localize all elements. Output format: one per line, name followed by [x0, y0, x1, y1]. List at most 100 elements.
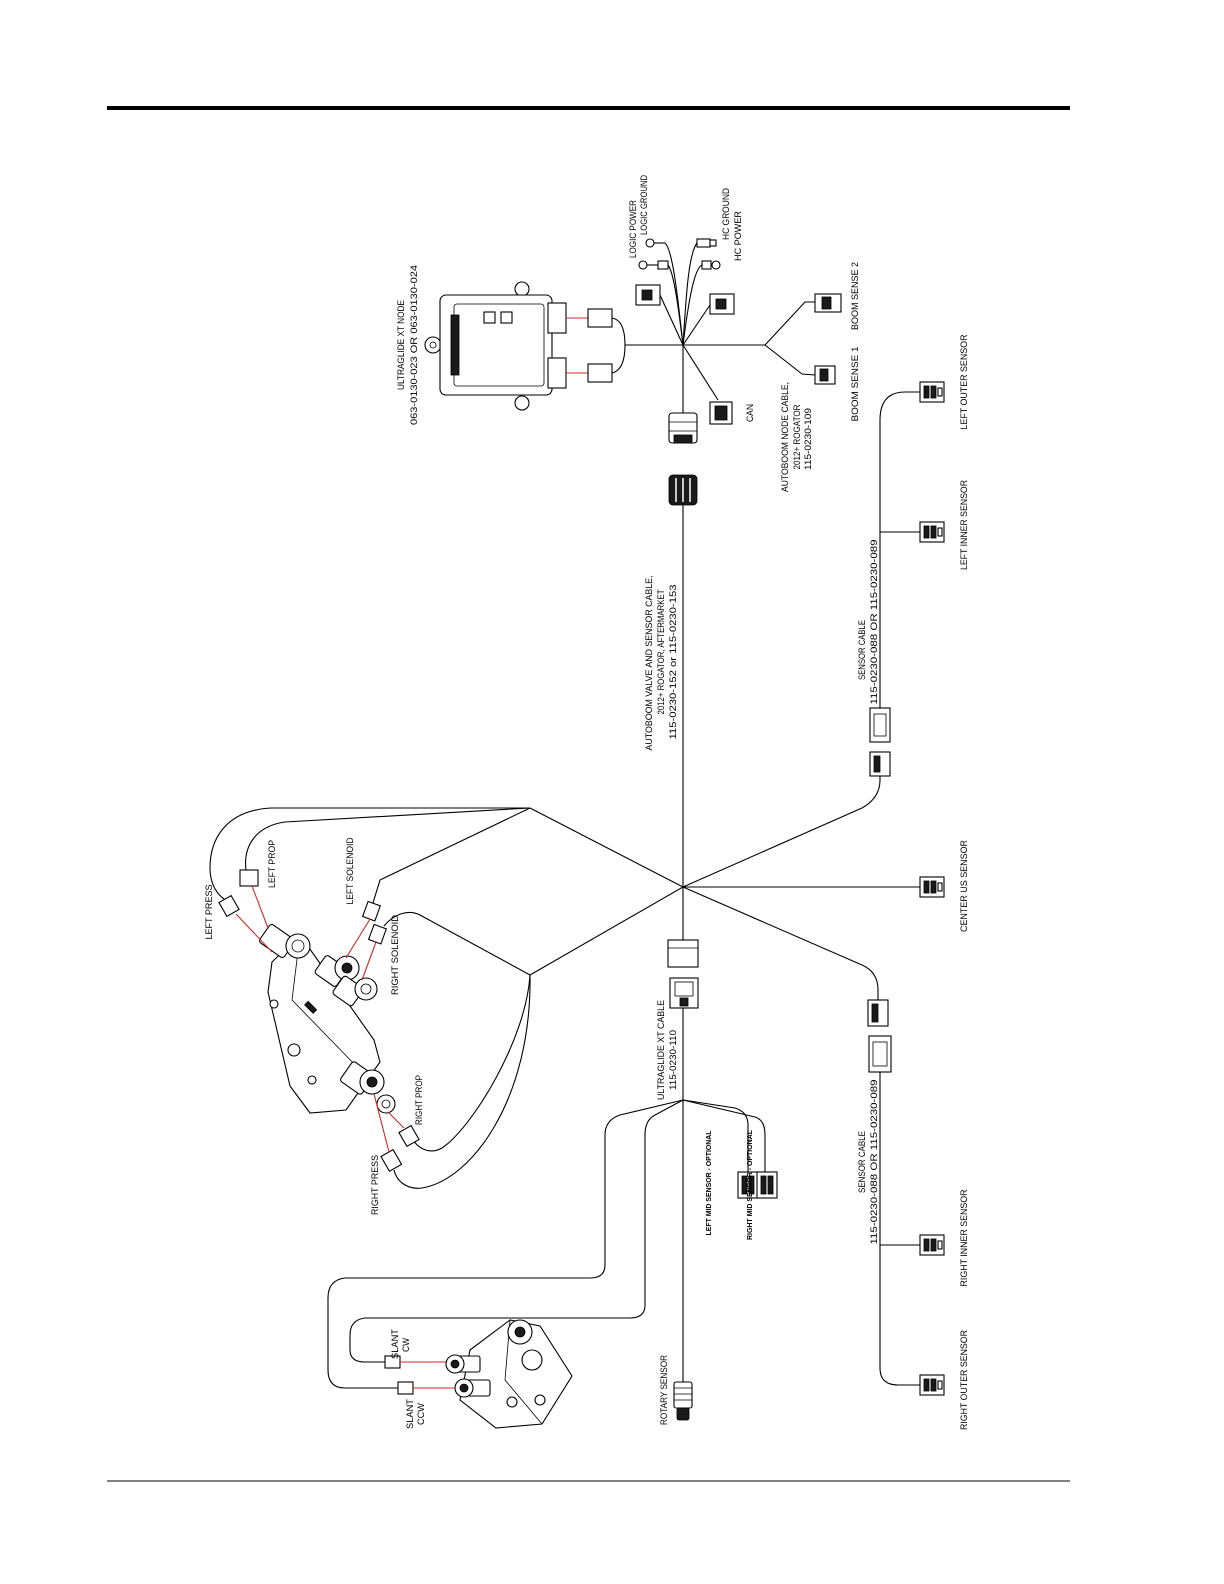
node-badge-left — [483, 311, 496, 324]
right-solenoid-coil — [332, 975, 378, 1007]
boom-sense-1-wire — [764, 344, 816, 376]
left-sensor-cable-branch-wire — [682, 776, 881, 888]
slant-valve-port — [506, 1396, 518, 1408]
slant-ccw-wire — [327, 1099, 684, 1389]
sensor-connector-pin — [930, 525, 937, 539]
sensor-connector-body — [756, 1171, 778, 1199]
sensor-connector-pin — [923, 1378, 930, 1392]
sensor-connector-latch — [937, 527, 943, 537]
boom-sense-1-label: BOOM SENSE 1 — [850, 347, 860, 422]
sensor-connector-pin — [923, 880, 930, 894]
logic-connector-wire — [659, 294, 684, 346]
left-prop-lead — [251, 885, 269, 929]
hc-connector-pin — [715, 298, 727, 310]
node-cable-label-line-3: 115-0230-109 — [803, 408, 813, 470]
right-mid-sensor-label: RIGHT MID SENSOR - OPTIONAL — [747, 1129, 754, 1240]
right-press-connector — [380, 1148, 403, 1173]
valve-bolt — [304, 1000, 318, 1014]
slant-cw-label-line-2: CW — [401, 1338, 411, 1352]
can-wire — [682, 344, 719, 401]
right-inner-sensor-connector — [919, 1234, 945, 1256]
ultraglide-xt-cable-connector — [669, 977, 699, 1009]
node-mount-ear-left — [424, 336, 442, 354]
coil-nut — [450, 1359, 460, 1369]
valve-sensor-cable-label-line-2: 2012+ ROGATOR, AFTERMARKET — [656, 589, 666, 714]
valve-cable-round-connector — [668, 474, 698, 506]
node-part-numbers-label: 063-0130-023 OR 063-0130-024 — [409, 265, 419, 425]
main-valve-block — [259, 924, 396, 1114]
coil-body — [332, 975, 364, 1007]
node-port-a — [547, 302, 567, 334]
node-cable-label-line-1: AUTOBOOM NODE CABLE, — [780, 382, 790, 492]
left-solenoid-label: LEFT SOLENOID — [345, 837, 355, 904]
right-sensor-cable-label-line-2: 115-0230-088 OR 115-0230-089 — [869, 1080, 879, 1245]
ultraglide-xt-node — [424, 281, 567, 411]
hc-power-wire — [682, 264, 703, 346]
right-sensor-cable-label-line-1: SENSOR CABLE — [857, 1131, 867, 1193]
node-port-b — [547, 357, 567, 389]
left-outer-sensor-connector — [919, 381, 945, 403]
left-prop-connector — [239, 869, 259, 887]
sensor-connector-latch — [937, 882, 943, 892]
left-sensor-cable-wire — [879, 391, 920, 708]
hc-power-ring-terminal — [711, 260, 721, 270]
right-prop-connector — [398, 1124, 420, 1148]
boom-sense-2-wire — [764, 301, 815, 346]
node-mount-ear-top — [514, 281, 530, 297]
left-outer-sensor-label: LEFT OUTER SENSOR — [959, 334, 969, 429]
hc-ground-terminal — [709, 239, 717, 247]
node-housing — [439, 294, 553, 396]
left-mid-sensor-wire — [682, 1099, 749, 1172]
right-outer-sensor-label: RIGHT OUTER SENSOR — [959, 1330, 969, 1430]
left-mid-sensor-connector — [737, 1171, 759, 1199]
can-connector-pin — [714, 405, 728, 421]
logic-ground-label: LOGIC GROUND — [639, 175, 649, 235]
coil-cap — [376, 1094, 396, 1114]
left-press-wire — [209, 807, 530, 900]
hc-ground-wire — [682, 242, 698, 346]
coil-nut — [366, 1076, 378, 1088]
can-label: CAN — [745, 404, 755, 422]
sensor-connector-pin — [930, 880, 937, 894]
logic-power-label: LOGIC POWER — [628, 200, 638, 258]
sensor-connector-pin — [748, 1175, 755, 1195]
left-solenoid-connector — [361, 900, 382, 922]
node-display-slot — [450, 314, 460, 376]
ultraglide-xt-cable-label-line-2: 115-0230-110 — [668, 1030, 678, 1090]
right-solenoid-wire — [383, 912, 531, 976]
sensor-connector-pin — [923, 1238, 930, 1252]
header-rule — [107, 106, 1070, 110]
left-sensor-cable-connector-latch — [873, 713, 887, 737]
right-solenoid-label: RIGHT SOLENOID — [390, 914, 400, 995]
coil-nut — [381, 1099, 391, 1109]
left-solenoid-lead — [345, 918, 371, 959]
right-sensor-cable-branch-wire — [682, 886, 879, 1000]
logic-power-wire — [667, 264, 684, 346]
sensor-connector-pin — [930, 1238, 937, 1252]
coil-cap — [285, 933, 311, 959]
slant-valve-cap-top-nut — [514, 1326, 526, 1338]
sensor-connector-pin — [760, 1175, 767, 1195]
rotary-sensor-body — [673, 1381, 693, 1409]
hc-ground-fuse — [696, 238, 711, 248]
sensor-connector-pin — [923, 525, 930, 539]
connector-pin — [679, 997, 689, 1007]
left-prop-label: LEFT PROP — [267, 840, 277, 888]
left-press-coil — [259, 924, 311, 959]
left-sensor-cable-label-line-1: SENSOR CABLE — [857, 620, 867, 680]
center-us-sensor-connector — [919, 876, 945, 898]
valve-port — [287, 1043, 301, 1057]
sensor-connector-pin — [930, 385, 937, 399]
slant-valve-port — [534, 1394, 546, 1406]
sensor-connector-latch — [937, 387, 943, 397]
left-press-connector — [218, 894, 240, 918]
node-cable-connector-a — [587, 308, 613, 328]
slant-ccw-connector — [397, 1381, 414, 1395]
node-cable-split-wire — [611, 317, 626, 374]
coil-cap — [354, 977, 378, 1001]
right-outer-sensor-connector — [919, 1374, 945, 1396]
left-sensor-cable-connector — [869, 707, 891, 743]
right-sensor-cable-connector-latch — [872, 1041, 888, 1067]
right-mid-sensor-connector — [756, 1171, 778, 1199]
